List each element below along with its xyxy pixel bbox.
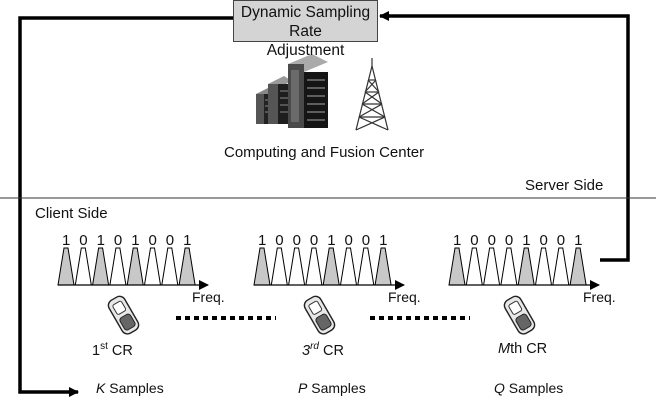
bit-value: 0 — [79, 232, 88, 249]
samples-label-1: K Samples — [96, 380, 164, 396]
bit-value: 0 — [361, 232, 371, 249]
bit-value: 0 — [470, 232, 479, 249]
spectrum-1 — [57, 247, 209, 335]
pulse — [253, 247, 271, 286]
freq-label-3: Freq. — [583, 289, 616, 305]
mobile-phone-icon — [503, 295, 536, 335]
pulse — [57, 247, 75, 286]
feedback-arrow-to-clients — [18, 16, 233, 397]
cr-label-1: 1st CR — [92, 341, 133, 359]
bit-value: 1 — [62, 232, 71, 249]
pulse — [448, 247, 466, 286]
cr-label-2: 3rd CR — [302, 341, 344, 359]
server-rack-icon — [256, 54, 328, 128]
fusion-center-label: Computing and Fusion Center — [224, 144, 425, 161]
mobile-phone-icon — [303, 295, 336, 335]
spectrum-3 — [448, 247, 600, 335]
pulse — [517, 247, 535, 286]
pulse — [339, 247, 358, 286]
adjustment-box-line1: Dynamic Sampling Rate — [240, 4, 371, 40]
bit-value: 0 — [292, 232, 301, 249]
pulse — [500, 247, 518, 286]
pulse — [109, 247, 127, 286]
bit-value: 0 — [556, 232, 566, 249]
pulse — [465, 247, 483, 286]
bit-value: 1 — [183, 232, 192, 249]
pulse — [126, 247, 144, 286]
pulse — [92, 247, 110, 286]
bit-value: 1 — [522, 232, 531, 249]
pulse — [305, 247, 323, 286]
samples-label-2: P Samples — [298, 380, 366, 396]
server-side-label: Server Side — [525, 177, 604, 194]
pulse — [569, 247, 587, 286]
pulse — [270, 247, 288, 286]
mobile-phone-icon — [107, 295, 140, 335]
bit-value: 0 — [504, 232, 514, 249]
freq-label-2: Freq. — [388, 289, 421, 305]
pulse — [288, 247, 306, 286]
antenna-tower-icon — [355, 58, 389, 131]
cr-label-3: Mth CR — [498, 341, 548, 357]
pulse — [374, 247, 392, 286]
freq-label-1: Freq. — [192, 289, 225, 305]
bit-value: 1 — [327, 232, 336, 249]
bit-value: 0 — [539, 232, 548, 249]
pulse — [322, 247, 340, 286]
pulse — [534, 247, 553, 286]
bit-value: 0 — [309, 232, 319, 249]
bit-value: 0 — [113, 232, 123, 249]
pulse — [483, 247, 501, 286]
pulse — [178, 247, 196, 286]
bit-value: 1 — [131, 232, 140, 249]
feedback-arrow-to-box — [379, 11, 630, 262]
pulse — [357, 247, 375, 286]
pulse — [161, 247, 179, 286]
client-side-label: Client Side — [35, 205, 108, 222]
dynamic-sampling-rate-adjustment-box: Dynamic Sampling Rate Adjustment — [233, 0, 378, 59]
spectrum-2 — [253, 247, 405, 335]
bit-value: 0 — [275, 232, 284, 249]
bit-value: 1 — [453, 232, 462, 249]
bit-value: 0 — [165, 232, 175, 249]
samples-label-3: Q Samples — [494, 380, 564, 396]
bit-value: 1 — [96, 232, 105, 249]
bit-value: 1 — [379, 232, 388, 249]
adjustment-box-line2: Adjustment — [266, 42, 345, 59]
bit-value: 1 — [574, 232, 583, 249]
pulse — [143, 247, 162, 286]
bit-value: 0 — [487, 232, 496, 249]
bit-value: 0 — [148, 232, 157, 249]
bit-value: 1 — [258, 232, 267, 249]
pulse — [552, 247, 570, 286]
bit-value: 0 — [344, 232, 353, 249]
pulse — [74, 247, 92, 286]
